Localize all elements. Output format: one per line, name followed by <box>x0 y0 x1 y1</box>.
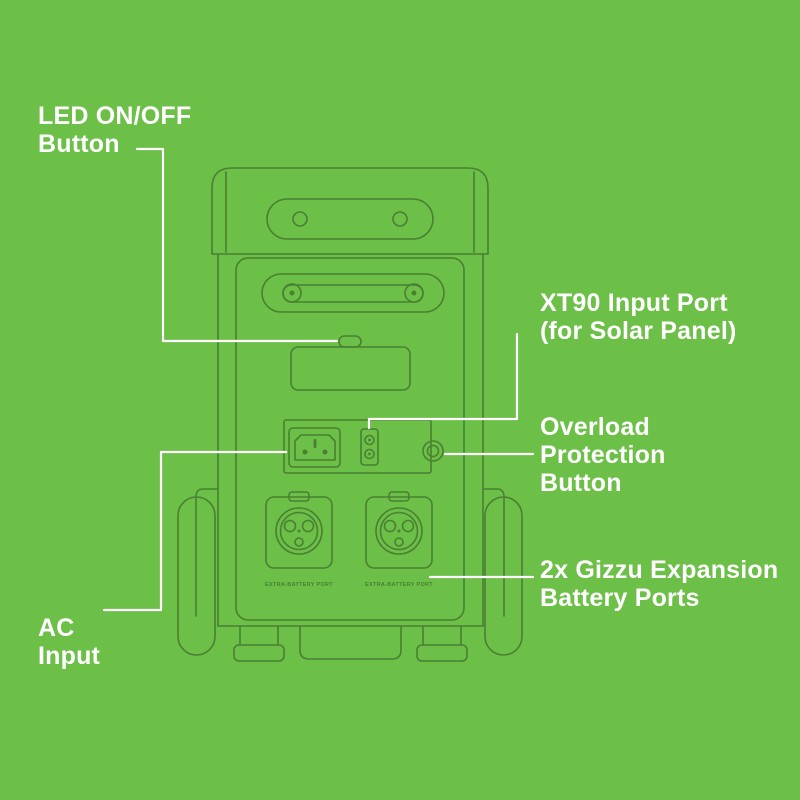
right-fender <box>482 488 505 617</box>
xt90-callout-line <box>367 332 519 430</box>
battery-port-right-caption: EXTRA-BATTERY PORT <box>365 582 433 588</box>
expansion-ports-label: 2x Gizzu Expansion Battery Ports <box>540 556 779 612</box>
battery-port-left-caption: EXTRA-BATTERY PORT <box>265 582 333 588</box>
ac-input-label: AC Input <box>38 614 101 670</box>
battery-port-left-graphic <box>265 491 333 569</box>
xt90-port-graphic <box>360 428 379 466</box>
battery-port-right-graphic <box>365 491 433 569</box>
xt90-port-label: XT90 Input Port (for Solar Panel) <box>540 289 737 345</box>
display-screen <box>290 346 411 391</box>
rear-handle <box>261 273 445 313</box>
overload-button-label: Overload Protection Button <box>540 413 666 497</box>
ac-input-callout-line <box>102 450 288 612</box>
base-feet <box>233 625 468 662</box>
led-button-label: LED ON/OFF Button <box>38 102 192 158</box>
input-panel <box>283 419 444 474</box>
device-body <box>217 253 484 627</box>
top-handle-cutout <box>266 198 434 240</box>
led-callout-line <box>135 147 339 343</box>
left-fender <box>195 488 219 617</box>
back-panel <box>235 257 465 621</box>
overload-button-graphic <box>422 440 444 462</box>
top-handle-housing <box>211 167 489 255</box>
ac-inlet-graphic <box>288 427 341 468</box>
